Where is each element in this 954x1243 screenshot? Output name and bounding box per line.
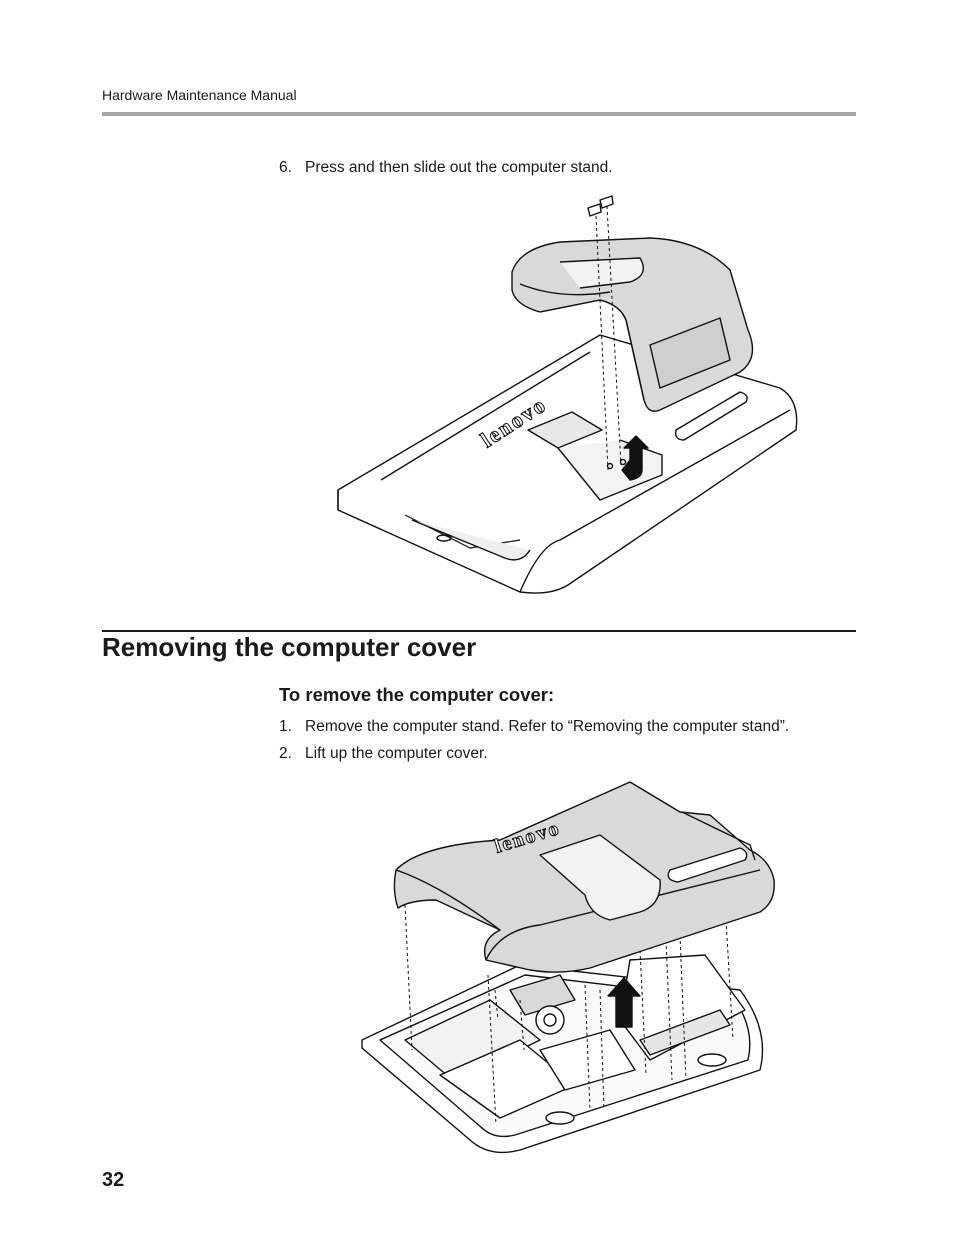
step-2: 2. Lift up the computer cover. xyxy=(279,744,488,764)
step-text: Remove the computer stand. Refer to “Rem… xyxy=(305,718,790,735)
page-number: 32 xyxy=(102,1169,125,1191)
step-1: 1. Remove the computer stand. Refer to “R… xyxy=(279,717,789,737)
step-text: Press and then slide out the computer st… xyxy=(305,159,613,176)
step-number: 2. xyxy=(279,745,292,762)
step-number: 6. xyxy=(279,159,292,176)
stand-removal-illustration: lenovo xyxy=(337,195,798,594)
procedure-title: To remove the computer cover: xyxy=(279,684,555,705)
section-title: Removing the computer cover xyxy=(102,632,477,662)
header-rule xyxy=(102,112,856,116)
step-number: 1. xyxy=(279,718,292,735)
step-text: Lift up the computer cover. xyxy=(305,745,488,762)
running-header: Hardware Maintenance Manual xyxy=(102,87,297,103)
section-rule xyxy=(102,630,856,632)
step-6: 6. Press and then slide out the computer … xyxy=(279,158,613,178)
